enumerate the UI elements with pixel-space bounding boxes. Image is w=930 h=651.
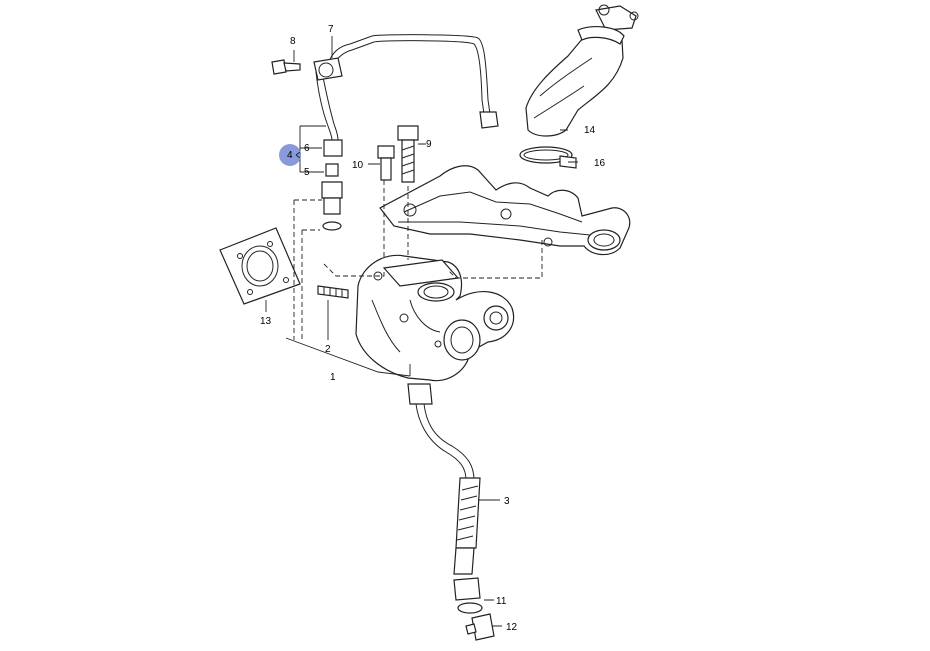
intake-hose[interactable] xyxy=(525,4,639,137)
callout-8[interactable]: 8 xyxy=(290,36,296,47)
callout-9[interactable]: 9 xyxy=(426,139,432,150)
pipe-union-nut[interactable] xyxy=(323,139,343,157)
short-bolt[interactable] xyxy=(377,145,395,181)
callout-4: 4 xyxy=(287,150,293,161)
callout-7[interactable]: 7 xyxy=(328,24,334,35)
callout-11[interactable]: 11 xyxy=(496,596,507,607)
callout-13[interactable]: 13 xyxy=(260,316,272,327)
callout-14[interactable]: 14 xyxy=(584,125,596,136)
turbo-gasket[interactable] xyxy=(219,227,301,305)
exhaust-manifold[interactable] xyxy=(379,165,631,256)
union-fitting[interactable] xyxy=(321,181,343,215)
sealing-washer[interactable] xyxy=(322,221,342,231)
stud[interactable] xyxy=(317,285,349,299)
banjo-bolt[interactable] xyxy=(271,59,301,75)
turbocharger[interactable] xyxy=(355,254,515,382)
callout-3[interactable]: 3 xyxy=(504,496,510,507)
hose-clamp[interactable] xyxy=(519,146,577,169)
highlight-dot xyxy=(279,144,301,166)
long-bolt[interactable] xyxy=(397,125,419,183)
sealing-ring[interactable] xyxy=(457,602,483,614)
hollow-bolt[interactable] xyxy=(465,613,495,641)
callout-5[interactable]: 5 xyxy=(304,167,310,178)
callout-1[interactable]: 1 xyxy=(330,372,336,383)
oil-supply-pipe[interactable] xyxy=(313,34,499,141)
leader-lines xyxy=(265,36,578,627)
callout-labels: 8 7 6 5 9 10 14 16 13 2 1 3 11 12 xyxy=(260,24,606,633)
callout-2[interactable]: 2 xyxy=(325,344,331,355)
callout-6[interactable]: 6 xyxy=(304,143,310,154)
oil-return-pipe[interactable] xyxy=(407,383,481,601)
callout-16[interactable]: 16 xyxy=(594,158,606,169)
callout-10[interactable]: 10 xyxy=(352,160,364,171)
ferrule[interactable] xyxy=(325,163,339,177)
callout-12[interactable]: 12 xyxy=(506,622,518,633)
callout-4-highlighted[interactable]: 4 xyxy=(279,144,301,166)
